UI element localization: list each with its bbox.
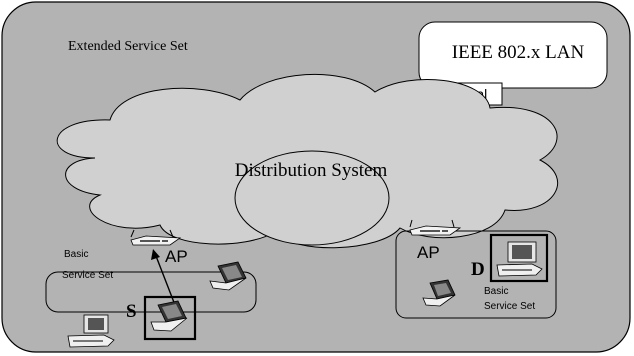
extended-service-set-label: Extended Service Set bbox=[68, 39, 188, 54]
right-access-point-icon bbox=[409, 219, 462, 236]
left-bss-label-line2: Service Set bbox=[62, 270, 113, 281]
station-d-label: D bbox=[471, 259, 485, 280]
right-bss-label-line1: Basic bbox=[484, 286, 508, 297]
left-access-point-icon bbox=[130, 229, 182, 246]
right-ap-label: AP bbox=[417, 243, 440, 262]
right-bss-laptop-icon bbox=[422, 279, 456, 307]
station-s-highlight-box bbox=[143, 295, 197, 341]
right-bss-boundary bbox=[395, 230, 557, 319]
ieee-lan-box bbox=[418, 21, 608, 89]
left-ap-label: AP bbox=[165, 247, 188, 266]
ieee-lan-label: IEEE 802.x LAN bbox=[452, 42, 585, 63]
right-bss-label-line2: Service Set bbox=[484, 301, 535, 312]
left-bss-label-line1: Basic bbox=[64, 249, 88, 260]
distribution-system-label: Distribution System bbox=[235, 160, 388, 181]
distribution-system-cloud bbox=[56, 73, 559, 249]
station-s-label: S bbox=[126, 301, 137, 322]
left-bss-laptop-icon bbox=[209, 261, 247, 291]
station-s-laptop-icon bbox=[150, 300, 188, 332]
outside-desktop-computer-icon bbox=[67, 314, 115, 348]
left-bss-boundary bbox=[45, 271, 257, 313]
station-d-highlight-box bbox=[489, 233, 549, 283]
station-d-desktop-icon bbox=[496, 241, 543, 277]
